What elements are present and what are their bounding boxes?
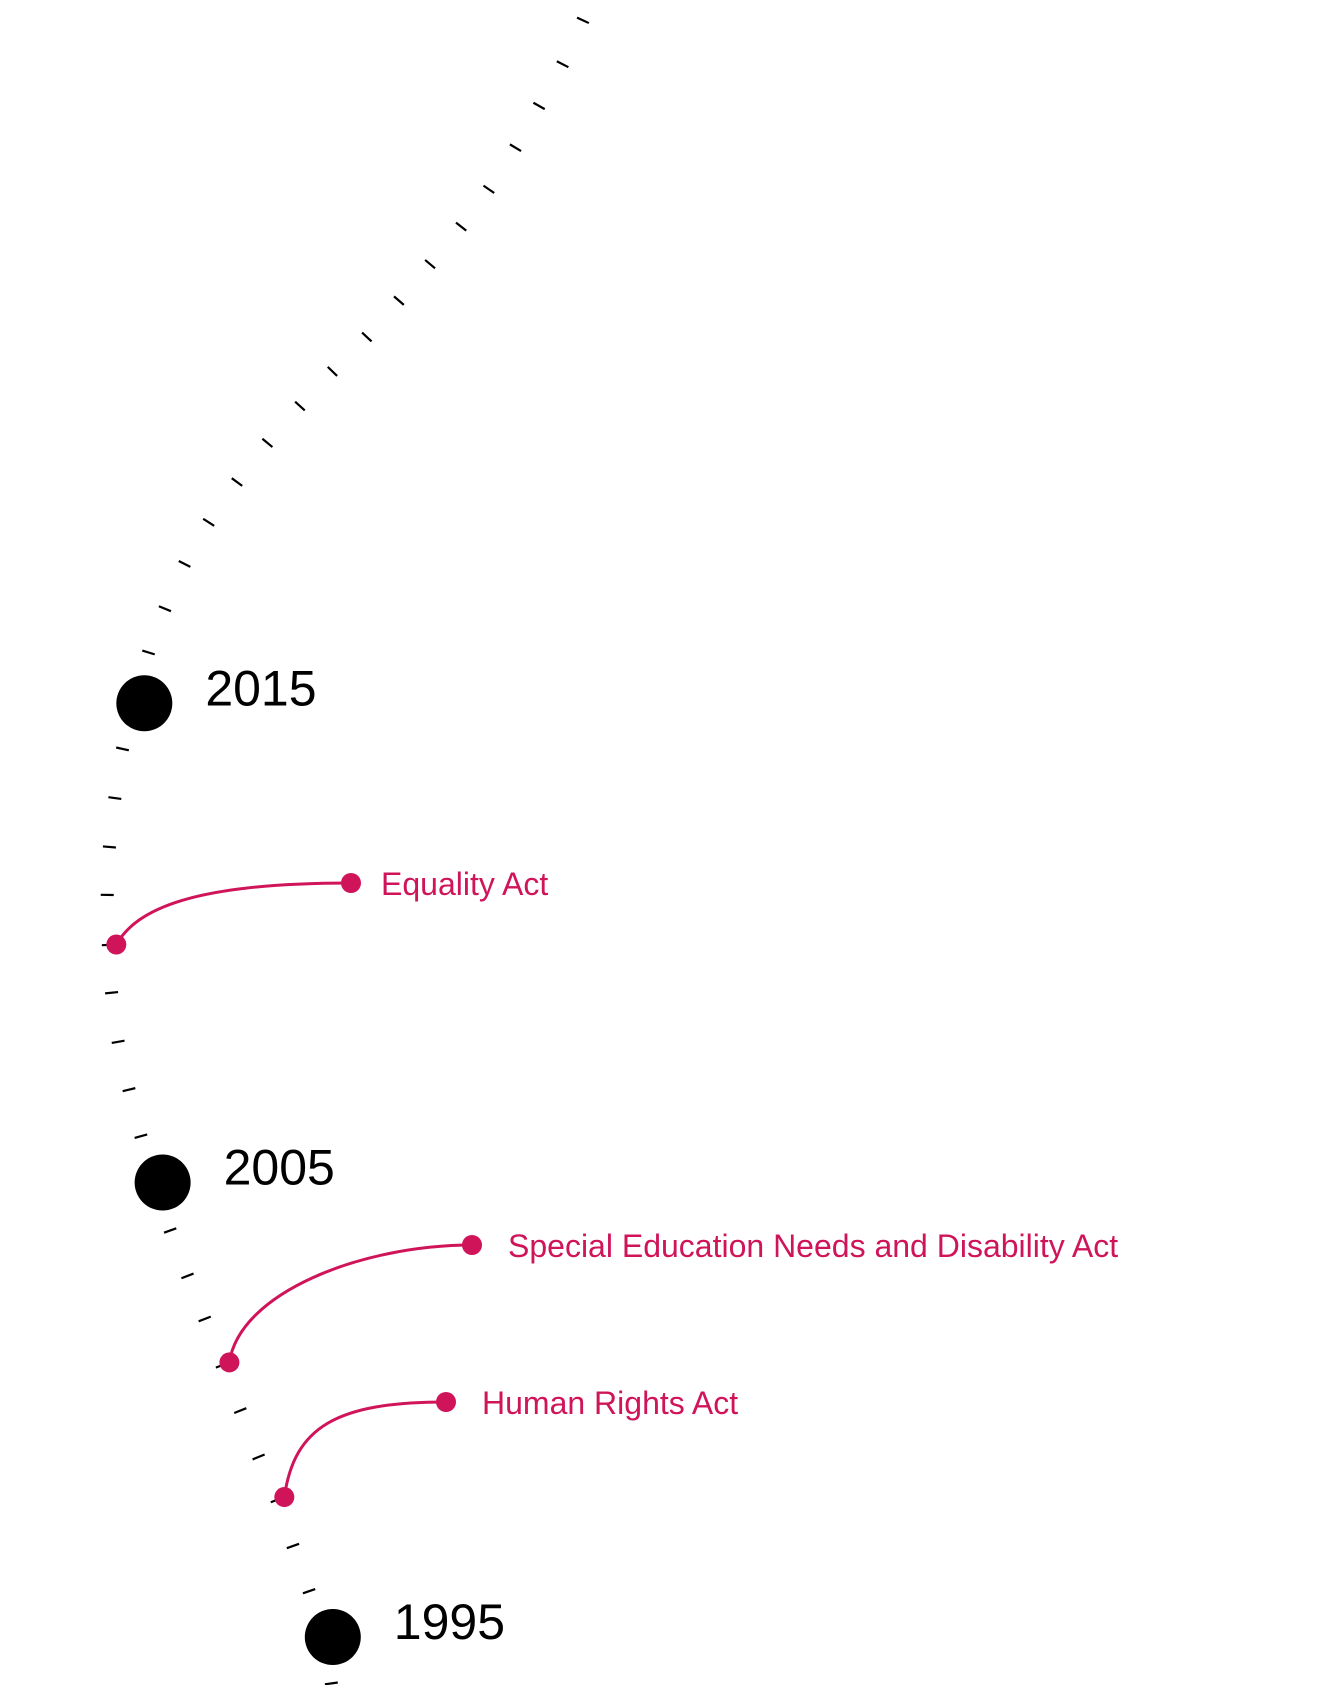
year-tick xyxy=(482,184,495,194)
year-tick xyxy=(202,517,215,527)
year-tick xyxy=(233,1407,247,1415)
year-ticks xyxy=(100,16,590,1685)
event-label-dot xyxy=(462,1235,482,1255)
milestone-dot xyxy=(116,675,173,732)
year-tick xyxy=(576,16,590,25)
year-tick xyxy=(286,1542,300,1550)
year-tick xyxy=(141,649,156,656)
milestone-dot xyxy=(134,1154,191,1211)
year-tick xyxy=(532,101,546,111)
event-2: Human Rights Act xyxy=(274,1385,738,1508)
milestone-label: 2015 xyxy=(205,660,316,716)
milestones: 2015 2005 1995 xyxy=(116,660,505,1666)
event-year-dot xyxy=(219,1352,240,1373)
year-tick xyxy=(181,1272,194,1280)
year-tick xyxy=(324,1681,338,1685)
year-tick xyxy=(424,259,436,270)
year-tick xyxy=(393,295,405,306)
year-tick xyxy=(556,60,569,69)
milestone-label: 2005 xyxy=(224,1140,335,1196)
year-tick xyxy=(509,143,522,153)
year-tick xyxy=(231,477,243,487)
year-tick xyxy=(115,746,130,752)
year-tick xyxy=(261,437,274,448)
event-label: Human Rights Act xyxy=(482,1385,738,1421)
year-tick xyxy=(163,1227,177,1234)
event-label-dot xyxy=(341,873,361,893)
milestone-dot xyxy=(304,1609,361,1666)
milestone-label: 1995 xyxy=(394,1594,505,1650)
year-tick xyxy=(134,1133,148,1139)
event-label: Special Education Needs and Disability A… xyxy=(508,1228,1118,1264)
year-tick xyxy=(294,400,306,412)
year-tick xyxy=(361,331,373,343)
year-tick xyxy=(252,1453,266,1461)
year-tick xyxy=(108,796,122,801)
year-tick xyxy=(326,366,338,377)
event-connector xyxy=(227,1243,473,1363)
year-tick xyxy=(302,1588,316,1595)
year-tick xyxy=(178,560,191,568)
event-connector xyxy=(115,881,352,946)
year-tick xyxy=(198,1315,212,1323)
year-tick xyxy=(111,1039,125,1045)
year-tick xyxy=(122,1087,136,1093)
event-1: Special Education Needs and Disability A… xyxy=(219,1228,1118,1373)
event-year-dot xyxy=(274,1487,295,1508)
event-label-dot xyxy=(436,1392,456,1412)
year-tick xyxy=(105,990,119,995)
event-connector xyxy=(282,1400,447,1498)
event-year-dot xyxy=(106,934,127,955)
event-label: Equality Act xyxy=(381,866,548,902)
year-tick xyxy=(102,845,116,849)
year-tick xyxy=(455,221,467,232)
year-tick xyxy=(158,605,172,613)
event-0: Equality Act xyxy=(106,866,548,955)
